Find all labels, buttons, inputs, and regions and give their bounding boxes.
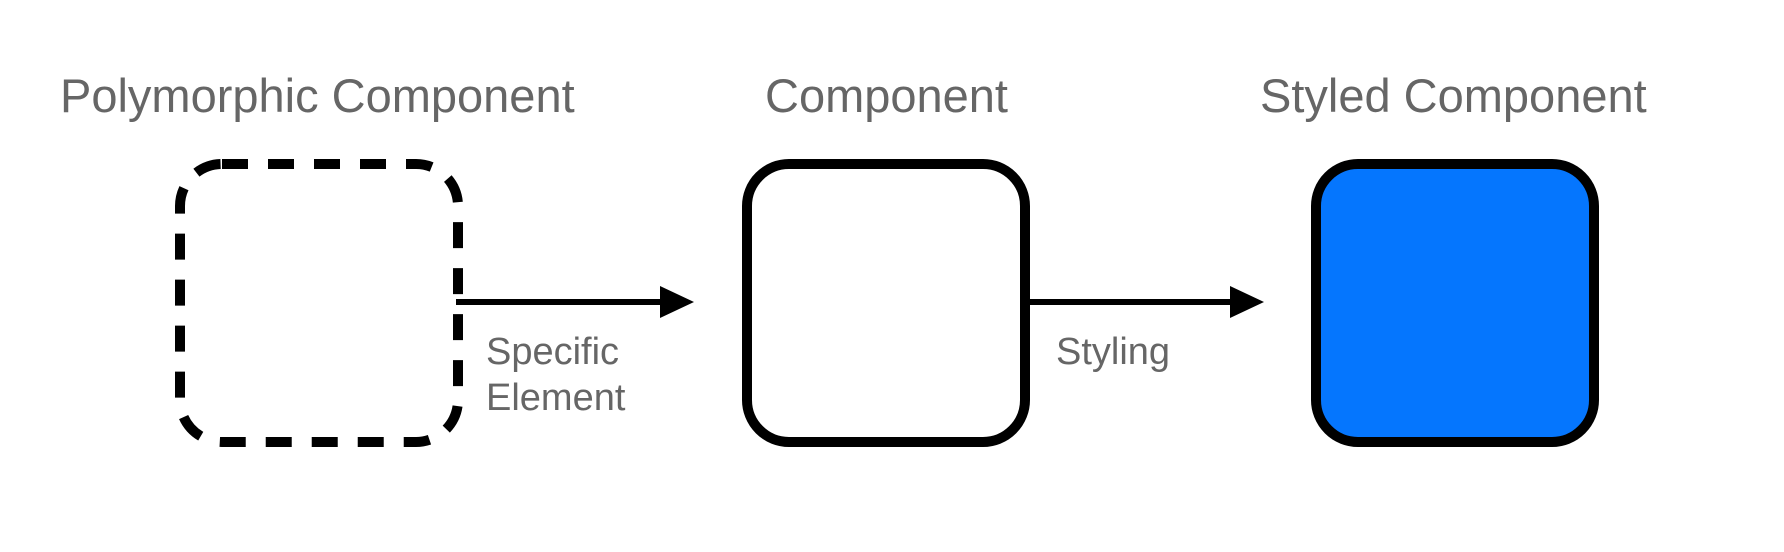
styled-component-box [1311, 159, 1599, 447]
styled-component-title: Styled Component [1260, 69, 1647, 122]
styling-arrowhead [1230, 286, 1264, 318]
component-box [742, 159, 1030, 447]
specific-element-arrowhead [660, 286, 694, 318]
styling-label: Styling [1056, 331, 1170, 373]
polymorphic-component-title: Polymorphic Component [60, 69, 575, 122]
component-title: Component [765, 69, 1008, 122]
polymorphic-component-box [175, 159, 463, 447]
specific-element-label-line-2: Element [486, 377, 626, 419]
specific-element-label-line-1: Specific [486, 331, 619, 373]
